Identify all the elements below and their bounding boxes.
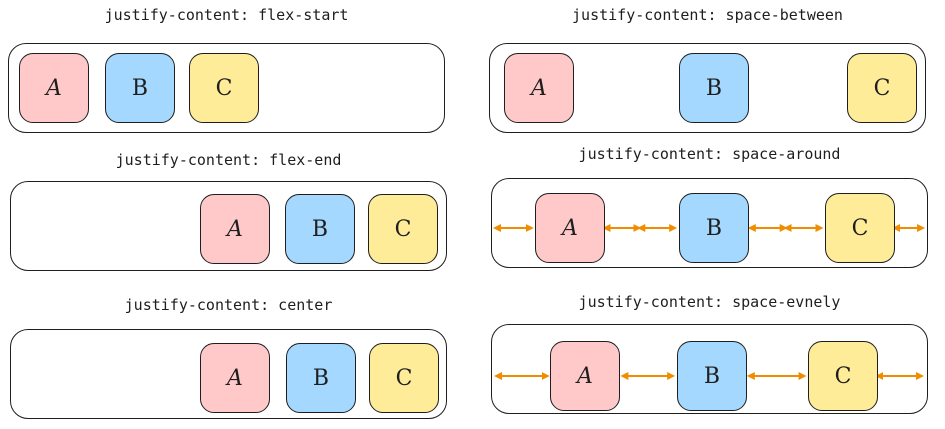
flex-item-c: C: [189, 53, 259, 123]
caption-space-evenly: justify-content: space-evnely: [578, 293, 841, 311]
container-frame: A B C: [491, 324, 928, 414]
spacing-arrows: [492, 223, 926, 232]
flex-item-a: A: [550, 341, 620, 411]
flex-item-a: A: [200, 343, 270, 413]
panel-flex-end: justify-content: flex-end A B C: [10, 145, 447, 275]
flex-item-c: C: [368, 194, 438, 264]
panel-space-around: justify-content: space-around A B C: [491, 145, 928, 275]
flex-item-a: A: [19, 53, 89, 123]
container-frame: A B C: [489, 43, 926, 133]
flex-item-c: C: [808, 341, 878, 411]
container-frame: A B C: [8, 43, 445, 133]
flex-item-b: B: [679, 53, 749, 123]
panel-space-evenly: justify-content: space-evnely A B C: [491, 290, 928, 425]
flex-item-c: C: [847, 53, 917, 123]
caption-center: justify-content: center: [124, 296, 333, 314]
flex-item-b: B: [285, 194, 355, 264]
caption-space-around: justify-content: space-around: [578, 145, 841, 163]
panel-center: justify-content: center A B C: [10, 290, 447, 425]
flex-item-b: B: [105, 53, 175, 123]
container-frame: A B C: [10, 181, 447, 271]
flex-item-c: C: [369, 343, 439, 413]
container-frame: A B C: [10, 329, 447, 419]
caption-space-between: justify-content: space-between: [572, 6, 843, 24]
panel-space-between: justify-content: space-between A B C: [489, 0, 926, 140]
flex-item-b: B: [286, 343, 356, 413]
caption-flex-end: justify-content: flex-end: [115, 151, 342, 169]
flex-item-b: B: [677, 341, 747, 411]
flex-item-b: B: [679, 193, 749, 263]
flex-item-a: A: [504, 53, 574, 123]
flex-item-a: A: [200, 194, 270, 264]
panel-flex-start: justify-content: flex-start A B C: [8, 0, 445, 140]
flex-item-a: A: [535, 193, 605, 263]
container-frame: A B C: [491, 178, 928, 268]
flex-item-c: C: [825, 193, 895, 263]
caption-flex-start: justify-content: flex-start: [104, 6, 349, 24]
spacing-arrows: [493, 371, 925, 380]
